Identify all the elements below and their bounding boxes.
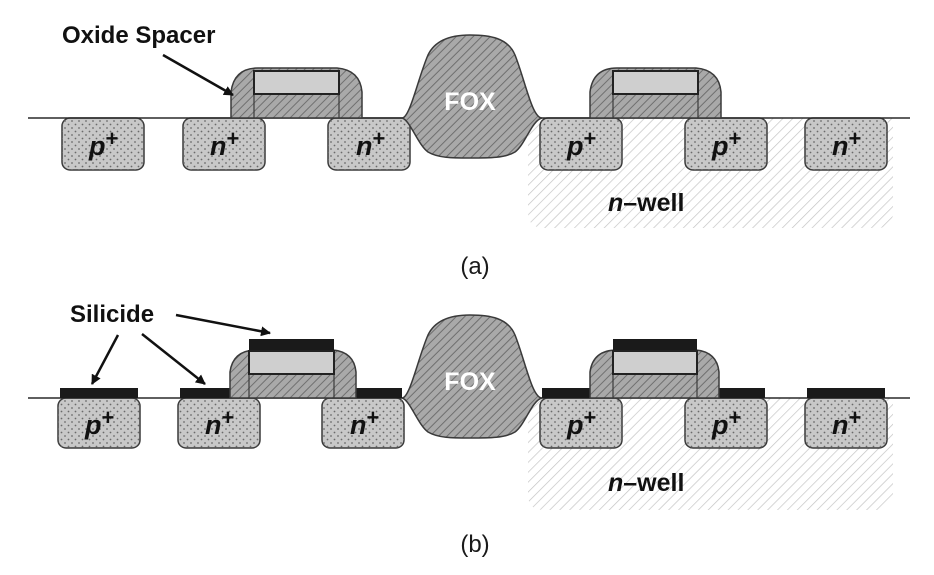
doping-label-n-plus: n+ — [832, 126, 861, 161]
silicide-strip — [249, 339, 334, 350]
doping-label-p-plus: p+ — [566, 405, 596, 440]
panel-b — [28, 314, 910, 510]
silicide-layers — [60, 388, 885, 398]
silicide-arrow — [90, 334, 120, 385]
oxide-spacer-arrow — [162, 53, 234, 97]
doping-label-p-plus: p+ — [566, 126, 596, 161]
gate-poly — [612, 350, 698, 375]
caption-b: (b) — [460, 531, 489, 558]
silicide-strip — [613, 339, 697, 350]
doping-label-p-plus: p+ — [88, 126, 118, 161]
doping-label-n-plus: n+ — [210, 126, 239, 161]
fox-label: FOX — [444, 88, 496, 116]
doping-label-n-plus: n+ — [205, 405, 234, 440]
gate-stack-nmos — [229, 339, 357, 399]
silicide-strip — [180, 388, 230, 398]
gate-poly — [253, 70, 340, 95]
silicide-label: Silicide — [70, 301, 154, 328]
silicide-strip — [807, 388, 885, 398]
doping-label-n-plus: n+ — [832, 405, 861, 440]
panel-a — [28, 34, 910, 228]
silicide-arrow — [141, 333, 206, 385]
field-oxide — [401, 34, 543, 159]
caption-a: (a) — [460, 253, 489, 280]
field-oxide — [401, 314, 543, 439]
silicide-strip — [542, 388, 590, 398]
doping-label-p-plus: p+ — [84, 405, 114, 440]
silicide-strip — [60, 388, 138, 398]
doping-label-p-plus: p+ — [711, 126, 741, 161]
doping-label-p-plus: p+ — [711, 405, 741, 440]
gate-poly — [612, 70, 699, 95]
gate-poly — [248, 350, 335, 375]
silicide-strip — [719, 388, 765, 398]
doping-label-n-plus: n+ — [350, 405, 379, 440]
silicide-strip — [355, 388, 402, 398]
callout-arrows — [90, 53, 271, 385]
gate-stack-pmos — [589, 339, 720, 399]
silicide-arrow — [175, 313, 271, 337]
n-well-label: n–well — [608, 469, 684, 497]
n-well-label: n–well — [608, 189, 684, 217]
oxide-spacer-label: Oxide Spacer — [62, 22, 215, 49]
gate-stack-pmos — [589, 67, 722, 119]
text-labels: Oxide Spacer Silicide FOX FOX n–well n–w… — [62, 22, 861, 558]
fox-label: FOX — [444, 368, 496, 396]
doping-label-n-plus: n+ — [356, 126, 385, 161]
gate-stack-nmos — [230, 67, 363, 119]
